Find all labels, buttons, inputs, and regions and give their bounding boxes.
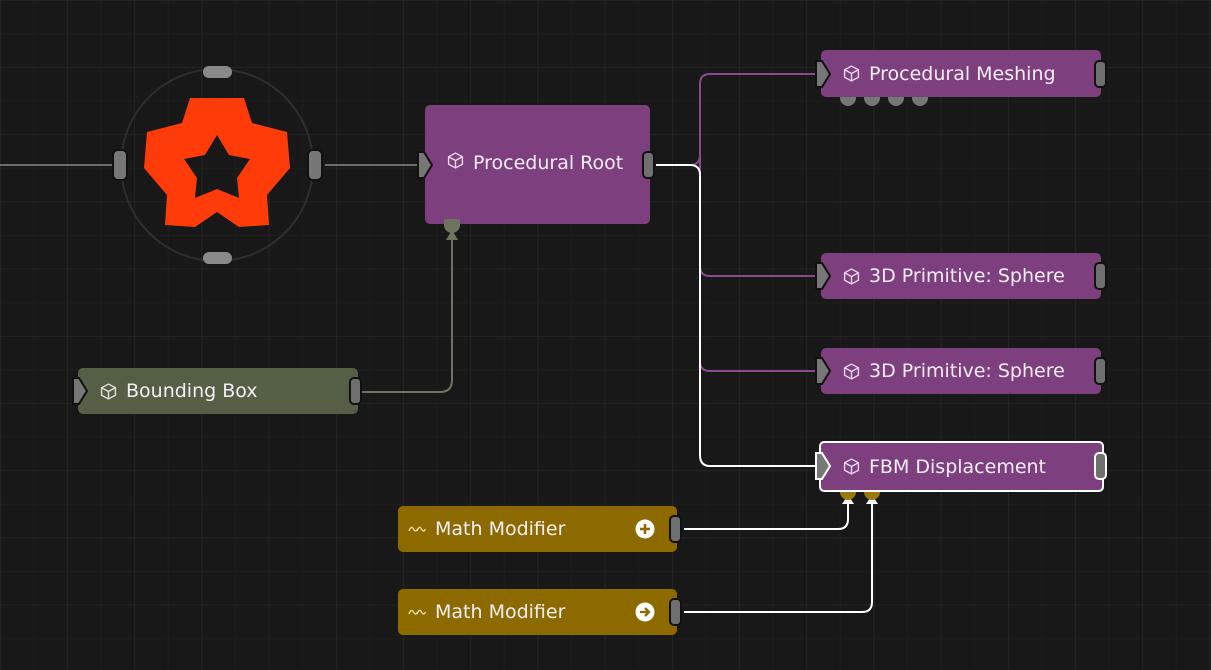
node-title: 3D Primitive: Sphere bbox=[869, 265, 1065, 287]
cube-icon bbox=[843, 65, 860, 82]
wire-bbox-to-root bbox=[358, 232, 453, 393]
node-title: 3D Primitive: Sphere bbox=[869, 360, 1065, 382]
procedural-root-output-port[interactable] bbox=[642, 151, 655, 179]
logo-port-in[interactable] bbox=[112, 149, 128, 181]
wire-root-to-meshing bbox=[656, 73, 815, 166]
procedural-root-input-port[interactable] bbox=[416, 150, 434, 180]
logo-handle-bottom[interactable] bbox=[203, 252, 232, 264]
fbm-displacement-node[interactable]: FBM Displacement bbox=[819, 441, 1104, 492]
wave-icon bbox=[408, 609, 426, 615]
bounding-box-output-port[interactable] bbox=[349, 377, 362, 405]
star-gear-logo-icon bbox=[144, 98, 290, 227]
wire-math1-to-fbm bbox=[684, 500, 849, 530]
math-modifier-node-2[interactable]: Math Modifier bbox=[398, 589, 677, 635]
cube-icon bbox=[843, 362, 860, 380]
math-modifier-1-output-port[interactable] bbox=[669, 515, 682, 543]
brand-logo-node[interactable] bbox=[112, 66, 323, 264]
sphere-1-output-port[interactable] bbox=[1094, 262, 1107, 290]
cube-icon bbox=[100, 382, 117, 400]
plus-circle-icon[interactable] bbox=[635, 519, 655, 539]
node-title: Math Modifier bbox=[435, 518, 566, 540]
node-title: Math Modifier bbox=[435, 601, 566, 623]
sphere-node-1[interactable]: 3D Primitive: Sphere bbox=[821, 253, 1101, 299]
fbm-output-port[interactable] bbox=[1094, 452, 1107, 480]
sphere-node-2[interactable]: 3D Primitive: Sphere bbox=[821, 348, 1101, 394]
procedural-meshing-node[interactable]: Procedural Meshing bbox=[821, 50, 1101, 97]
arrow-right-circle-icon[interactable] bbox=[635, 602, 655, 622]
logo-port-out[interactable] bbox=[307, 149, 323, 181]
procedural-root-bottom-port[interactable] bbox=[444, 219, 460, 233]
sphere-2-input-port[interactable] bbox=[814, 356, 832, 386]
meshing-input-port[interactable] bbox=[814, 59, 832, 89]
procedural-root-node[interactable]: Procedural Root bbox=[425, 105, 650, 224]
cube-icon bbox=[843, 267, 860, 285]
bounding-box-node[interactable]: Bounding Box bbox=[78, 368, 358, 414]
cube-icon bbox=[447, 152, 464, 169]
node-title: Bounding Box bbox=[126, 380, 258, 402]
logo-handle-top[interactable] bbox=[203, 66, 232, 78]
sphere-1-input-port[interactable] bbox=[814, 261, 832, 291]
fbm-input-port[interactable] bbox=[814, 451, 832, 481]
bounding-box-input-port[interactable] bbox=[71, 376, 89, 406]
wire-arrow-bbox bbox=[446, 230, 458, 240]
meshing-output-port[interactable] bbox=[1094, 60, 1107, 88]
math-modifier-2-output-port[interactable] bbox=[669, 598, 682, 626]
node-title: Procedural Meshing bbox=[869, 62, 1056, 85]
math-modifier-node-1[interactable]: Math Modifier bbox=[398, 506, 677, 552]
sphere-2-output-port[interactable] bbox=[1094, 357, 1107, 385]
cube-icon bbox=[843, 458, 860, 475]
wave-icon bbox=[408, 526, 426, 532]
wire-root-to-fbm bbox=[656, 164, 815, 467]
wire-math2-to-fbm bbox=[684, 500, 873, 613]
node-title: FBM Displacement bbox=[869, 455, 1047, 478]
node-title: Procedural Root bbox=[473, 152, 624, 174]
